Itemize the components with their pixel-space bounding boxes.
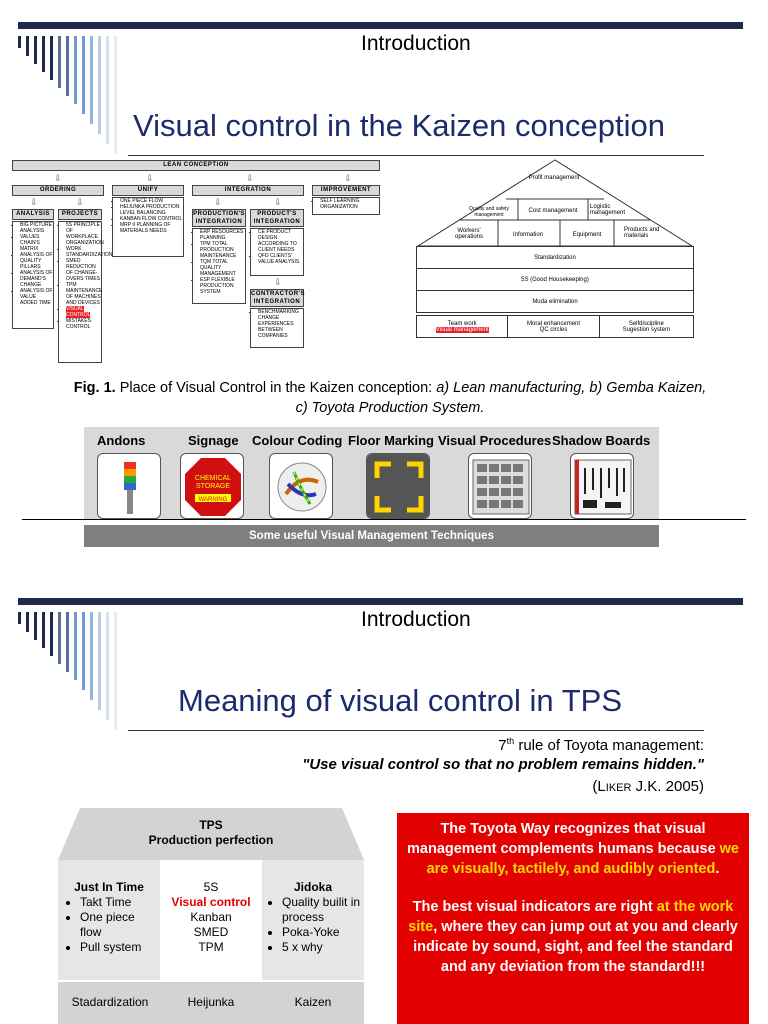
lean-sub-contractor-integration: CONTRACTOR'S INTEGRATION [250, 289, 305, 307]
lean-group-integration: INTEGRATION [192, 185, 304, 196]
arrow-icon: ⇩ [344, 173, 352, 183]
tech-label-colour-coding: Colour Coding [252, 433, 343, 448]
jit-list: Takt Time One piece flow Pull system [64, 895, 158, 955]
svg-text:STORAGE: STORAGE [196, 483, 230, 490]
tech-label-shadow-boards: Shadow Boards [552, 433, 651, 448]
lean-header: LEAN CONCEPTION [12, 160, 380, 171]
tech-label-visual-procedures: Visual Procedures [438, 433, 552, 448]
callout-paragraph-2: The best visual indicators are right at … [408, 899, 738, 975]
techniques-baseline [22, 519, 746, 520]
jidoka-list: Quality builit in process Poka-Yoke 5 x … [266, 895, 362, 955]
callout-paragraph-1: The Toyota Way recognizes that visual ma… [407, 821, 739, 877]
pillar-teamwork: Team work Visual management [417, 316, 509, 337]
lean-improvement-list: SELF LEARNING ORGANIZATION [312, 197, 380, 215]
lean-analysis-list: BIG PICTURE ANALYSIS VALUES CHAIN'S MATR… [12, 221, 54, 329]
tps-roof [58, 808, 364, 860]
tech-label-andons: Andons [97, 433, 146, 448]
slide1-label: Introduction [361, 32, 471, 55]
house-quality: Quality and safety management [468, 206, 510, 218]
tech-label-signage: Signage [188, 433, 239, 448]
figure-caption: Fig. 1. Place of Visual Control in the K… [73, 380, 707, 416]
house-layer-muda: Muda elimination [416, 290, 694, 313]
house-products: Products and materials [624, 227, 660, 239]
lean-production-integration-list: ERP RESOURCES PLANNING TPM TOTAL PRODUCT… [192, 228, 246, 304]
arrow-icon: ⇩ [214, 197, 222, 207]
lean-sub-product-integration: PRODUCT'S INTEGRATION [250, 209, 304, 227]
lean-product-integration-list: CE PRODUCT DESIGN ACCORDING TO CLIENT NE… [250, 228, 304, 276]
jit-title: Just In Time [74, 880, 144, 894]
arrow-icon: ⇩ [30, 197, 38, 207]
pillar-moral: Moral enhancement QC circles [508, 316, 600, 337]
arrow-icon: ⇩ [274, 197, 282, 207]
base-kaizen: Kaizen [294, 995, 332, 1009]
visual-management-highlight: Visual management [435, 326, 489, 333]
lean-sub-production-integration: PRODUCTION'S INTEGRATION [192, 209, 246, 227]
house-pillars: Team work Visual management Moral enhanc… [416, 315, 694, 338]
toyota-rule: 7th rule of Toyota management: [498, 736, 704, 754]
house-profit: Profit management [528, 175, 580, 181]
svg-text:WARNING: WARNING [199, 497, 228, 503]
floor-marking-image [366, 453, 430, 519]
house-layer-5s: 5S (Good Housekeeping) [416, 268, 694, 291]
lean-unify-list: ONE PIECE FLOW HEIJUNKA PRODUCTION LEVEL… [112, 197, 184, 257]
lean-group-ordering: ORDERING [12, 185, 104, 196]
house-cost: Cost management [528, 208, 578, 214]
tps-subtitle: Production perfection [148, 833, 274, 847]
lean-group-improvement: IMPROVEMENT [312, 185, 380, 196]
slide1-top-bar [18, 22, 743, 29]
arrow-icon: ⇩ [76, 197, 84, 207]
jidoka-title: Jidoka [293, 880, 332, 894]
tech-label-floor-marking: Floor Marking [348, 433, 434, 448]
lean-group-unify: UNIFY [112, 185, 184, 196]
toyota-quote: "Use visual control so that no problem r… [302, 756, 704, 773]
arrow-icon: ⇩ [274, 277, 282, 287]
lean-contractor-integration-list: BENCHMARKING CHANGE EXPERIENCES BETWEEN … [250, 308, 304, 348]
tps-title: TPS [199, 818, 223, 832]
svg-text:CHEMICAL: CHEMICAL [195, 475, 231, 482]
lean-projects-list: 5S PRINCIPLE OF WORKPLACE ORGANIZATION W… [58, 221, 112, 363]
lean-sub-analysis: ANALYSIS [12, 209, 54, 220]
base-standardization: Stadardization [71, 995, 149, 1009]
house-logistic: Logistic management [590, 204, 626, 216]
house-workers: Workers' operations [454, 228, 484, 240]
signage-image: CHEMICAL STORAGE WARNING [180, 453, 244, 519]
tps-center: 5S Visual control Kanban SMED TPM [160, 880, 262, 955]
visual-control-highlight: VISUAL CONTROL [66, 306, 91, 318]
visual-control-red: Visual control [171, 895, 251, 909]
tps-pillar-jit [58, 860, 160, 980]
colour-coding-image [269, 453, 333, 519]
citation: (LIKER J.K. 2005) [592, 778, 704, 795]
toyota-way-callout: The Toyota Way recognizes that visual ma… [397, 813, 749, 1024]
arrow-icon: ⇩ [146, 173, 154, 183]
shadow-boards-image [570, 453, 634, 519]
house-layer-standardization: Standardization [416, 246, 694, 269]
slide2-top-bar [18, 598, 743, 605]
tps-pillar-jidoka [262, 860, 364, 980]
slide2-title: Meaning of visual control in TPS [178, 683, 622, 718]
slide1-title-rule [128, 155, 704, 156]
pillar-selfdiscipline: Selfdiscipline Sugestion system [622, 320, 671, 333]
slide2-title-rule [128, 730, 704, 731]
arrow-icon: ⇩ [246, 173, 254, 183]
lean-sub-projects: PROJECTS [58, 209, 102, 220]
arrow-icon: ⇩ [54, 173, 62, 183]
visual-procedures-image [468, 453, 532, 519]
tps-base [58, 982, 364, 1024]
house-information: Information [512, 232, 543, 238]
house-equipment: Equipment [572, 232, 602, 238]
techniques-footer: Some useful Visual Management Techniques [84, 525, 659, 547]
base-heijunka: Heijunka [187, 995, 235, 1009]
slide1-title: Visual control in the Kaizen conception [133, 108, 665, 143]
slide2-label: Introduction [361, 608, 471, 631]
andon-image [97, 453, 161, 519]
